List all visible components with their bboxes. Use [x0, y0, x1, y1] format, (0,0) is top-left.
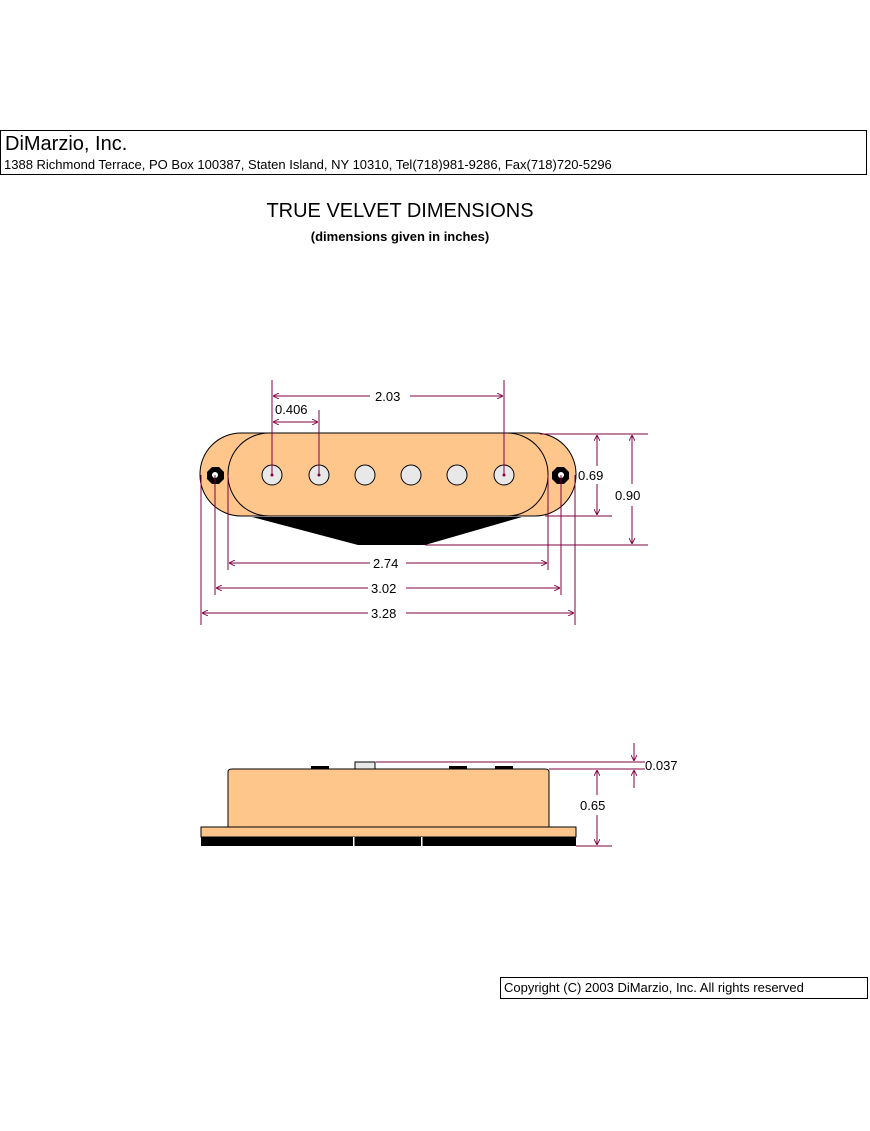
- base-flange: [200, 826, 577, 838]
- lead-wedge: [252, 517, 522, 545]
- page-subtitle: (dimensions given in inches): [310, 229, 490, 244]
- dim-cover-width: 0.69: [578, 468, 603, 483]
- side-dimension-lines: [376, 743, 645, 847]
- top-view: 2.03 0.406 2.74 3.02 3.28 0.69 0.90: [199, 380, 648, 625]
- dim-overall-width: 0.90: [615, 488, 640, 503]
- dimension-lines: [200, 380, 648, 625]
- copyright-notice: Copyright (C) 2003 DiMarzio, Inc. All ri…: [500, 977, 868, 999]
- dim-cover-length: 2.74: [373, 556, 398, 571]
- dim-body-height: 0.65: [580, 798, 605, 813]
- company-address: 1388 Richmond Terrace, PO Box 100387, St…: [4, 157, 612, 172]
- side-view: 0.037 0.65: [200, 743, 678, 847]
- dim-mount-hole-spacing: 3.02: [371, 581, 396, 596]
- pole-piece: [400, 464, 422, 486]
- company-name: DiMarzio, Inc.: [5, 133, 128, 155]
- cover-side: [227, 768, 550, 831]
- company-header: DiMarzio, Inc. 1388 Richmond Terrace, PO…: [0, 130, 867, 175]
- dim-pole-height: 0.037: [645, 758, 678, 773]
- pole-piece: [354, 464, 376, 486]
- dim-pole-spacing: 0.406: [275, 402, 308, 417]
- bottom-plate: [201, 837, 576, 846]
- pole-top: [311, 766, 329, 769]
- page-title: TRUE VELVET DIMENSIONS: [266, 200, 534, 222]
- pole-piece: [446, 464, 468, 486]
- pole-top: [495, 766, 513, 769]
- pole-top-raised: [354, 761, 376, 770]
- pickup-cover: [227, 432, 549, 517]
- dim-pole-span: 2.03: [375, 389, 400, 404]
- pole-top: [449, 766, 467, 769]
- dim-overall-length: 3.28: [371, 606, 396, 621]
- pole-pieces: [261, 464, 515, 486]
